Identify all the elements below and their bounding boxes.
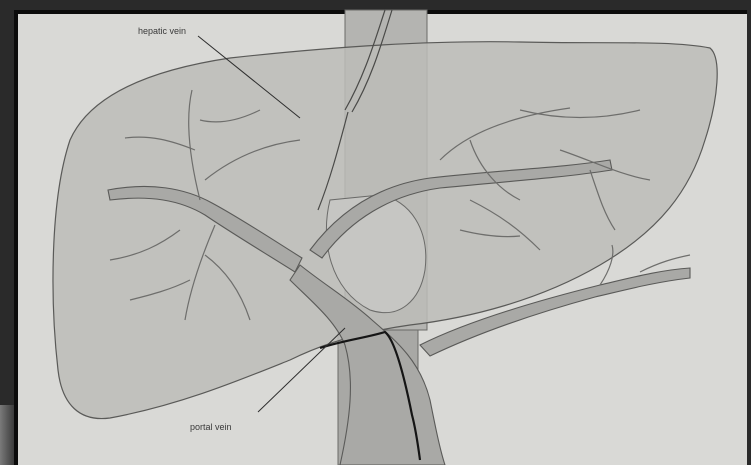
portal-vein-label: portal vein [190,422,232,432]
hepatic-vein-label: hepatic vein [138,26,186,36]
